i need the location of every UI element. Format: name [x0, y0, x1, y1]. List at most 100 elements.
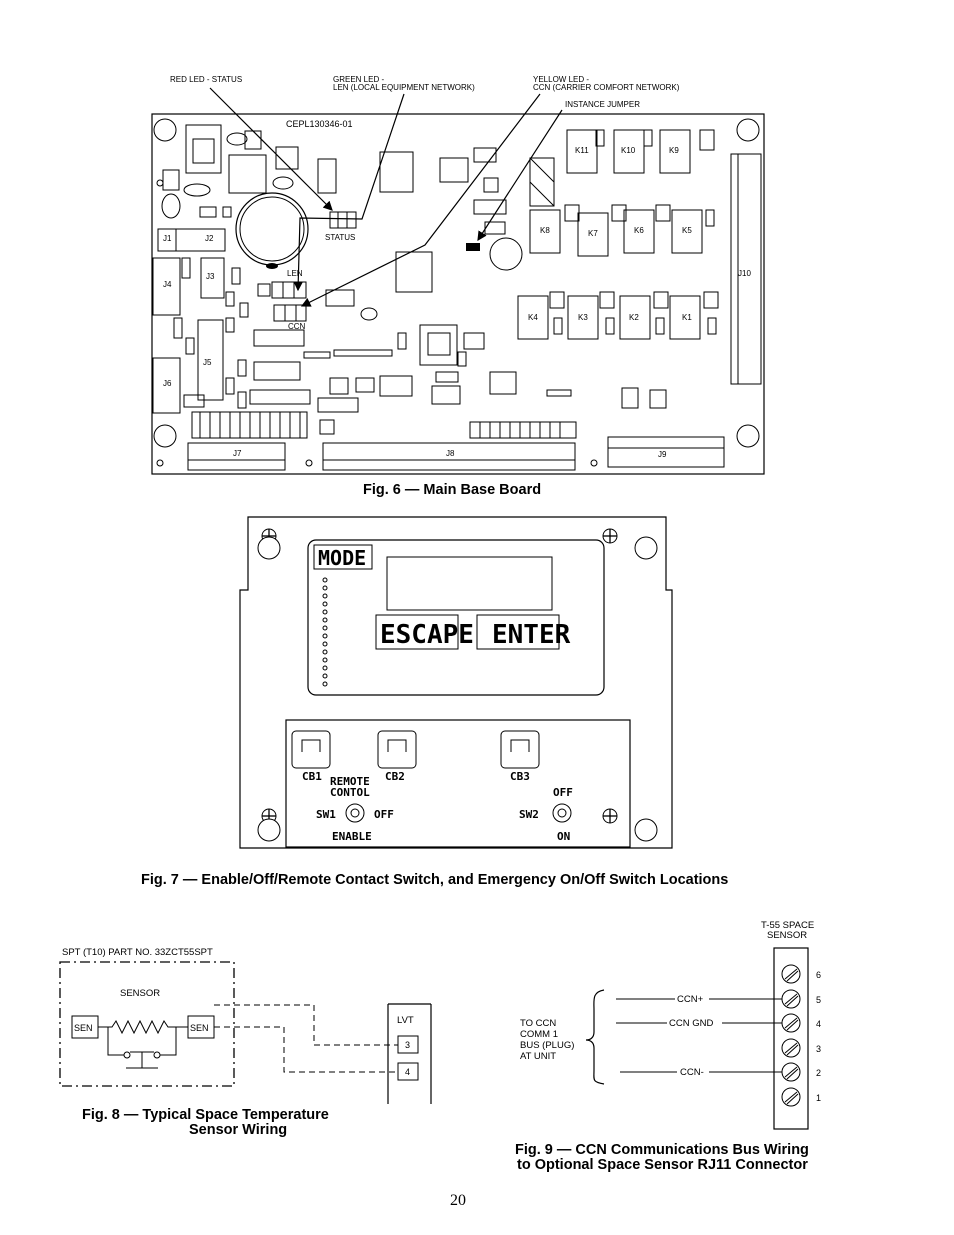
ccn-gnd-label: CCN GND	[669, 1018, 713, 1029]
relay-k5-label: K5	[682, 226, 692, 235]
connector-j3	[200, 257, 225, 299]
leader-green-led	[293, 93, 405, 292]
display-module	[307, 539, 605, 696]
t55-sensor-label-line1: T-55 SPACE	[761, 920, 814, 931]
leader-yellow-led	[300, 93, 541, 307]
sw1-contol-label: CONTOL	[330, 786, 370, 799]
indicator-leds	[322, 577, 328, 687]
thermistor-icon	[98, 1019, 188, 1035]
lvt-terminal-4-label: 4	[405, 1067, 410, 1077]
relay-k6	[623, 209, 655, 254]
relay-k11	[566, 129, 598, 174]
connector-j10	[730, 153, 762, 385]
to-ccn-line3: BUS (PLUG)	[520, 1040, 574, 1051]
relay-k8	[529, 209, 561, 254]
connector-j4-label: J4	[163, 280, 172, 289]
callout-red-led: RED LED - STATUS	[170, 75, 242, 84]
connector-j6	[152, 357, 181, 414]
instance-jumper	[466, 243, 480, 251]
connector-j3-label: J3	[206, 272, 215, 281]
connector-j4	[152, 257, 181, 316]
status-led-block	[329, 211, 357, 229]
t55-sensor-label-line2: SENSOR	[767, 930, 807, 941]
breaker-cb2-label: CB2	[385, 770, 405, 783]
callout-yellow-led-desc: CCN (CARRIER COMFORT NETWORK)	[533, 83, 680, 92]
switch-sw1[interactable]	[345, 803, 365, 823]
relay-k4	[517, 295, 549, 340]
mount-hole-br	[736, 424, 760, 448]
relay-k1-label: K1	[682, 313, 692, 322]
to-ccn-line1: TO CCN	[520, 1018, 556, 1029]
relay-k2-label: K2	[629, 313, 639, 322]
relay-k2	[619, 295, 651, 340]
sw1-label: SW1	[316, 808, 336, 821]
connector-j8-label: J8	[446, 449, 455, 458]
connector-j1-j2	[157, 228, 226, 252]
panel-outline	[239, 516, 673, 849]
sensor-label: SENSOR	[120, 988, 160, 999]
relay-k10	[613, 129, 645, 174]
relay-k3	[567, 295, 599, 340]
pin-6-label: 6	[816, 970, 821, 980]
leader-red-led	[209, 87, 333, 211]
rj11-terminal-block	[773, 947, 809, 1130]
connector-j6-label: J6	[163, 379, 172, 388]
len-led-label: LEN	[287, 269, 303, 278]
enter-button[interactable]	[476, 614, 560, 650]
fig9-ccn-wiring: T-55 SPACE SENSOR 6 5 4 3 2 1 CCN+ CCN G…	[515, 920, 821, 1173]
connector-j1-label: J1	[163, 234, 172, 243]
breaker-cb1[interactable]	[291, 730, 331, 769]
ccn-led-label: CCN	[288, 322, 306, 331]
mount-hole-tl	[153, 118, 177, 142]
callout-green-led-desc: LEN (LOCAL EQUIPMENT NETWORK)	[333, 83, 475, 92]
wire-to-terminal-3	[214, 1004, 398, 1046]
ccn-plus-label: CCN+	[677, 994, 704, 1005]
ccn-minus-label: CCN-	[680, 1067, 704, 1078]
escape-label: ESCAPE	[380, 620, 474, 650]
connector-j2-label: J2	[205, 234, 214, 243]
mode-button[interactable]	[313, 544, 373, 570]
battery-icon	[235, 192, 309, 266]
relay-k7	[577, 212, 609, 257]
relay-k8-label: K8	[540, 226, 550, 235]
pin-4-label: 4	[816, 1019, 821, 1029]
lvt-label: LVT	[397, 1015, 414, 1026]
relay-k3-label: K3	[578, 313, 588, 322]
fig6-main-base-board: RED LED - STATUS GREEN LED - LEN (LOCAL …	[151, 75, 765, 498]
status-led-label: STATUS	[325, 233, 355, 242]
sw1-off-label: OFF	[374, 808, 394, 821]
mount-hole-bl	[153, 424, 177, 448]
relay-k5	[671, 209, 703, 254]
switch-subpanel	[285, 719, 631, 848]
relay-k7-label: K7	[588, 229, 598, 238]
pin-2-label: 2	[816, 1068, 821, 1078]
fig7-caption: Fig. 7 — Enable/Off/Remote Contact Switc…	[141, 872, 728, 888]
connector-j5-label: J5	[203, 358, 212, 367]
sw1-remote-label: REMOTE	[330, 775, 370, 788]
board-part-number: CEPL130346-01	[286, 119, 353, 129]
lvt-terminal-3	[397, 1035, 419, 1054]
relay-k6-label: K6	[634, 226, 644, 235]
pin-5-label: 5	[816, 995, 821, 1005]
fig7-control-panel: MODE ESCAPE ENTER CB1 CB2 CB3 REMOTE CON…	[141, 516, 728, 888]
connector-j7	[187, 442, 286, 471]
breaker-cb2[interactable]	[377, 730, 417, 769]
sen-right-label: SEN	[190, 1023, 209, 1033]
callout-yellow-led: YELLOW LED -	[533, 75, 589, 84]
fig9-caption-line1: Fig. 9 — CCN Communications Bus Wiring	[515, 1142, 809, 1158]
switch-sw2[interactable]	[552, 803, 572, 823]
sensor-enclosure	[59, 961, 235, 1087]
connector-j8	[322, 442, 576, 471]
sen-left-label: SEN	[74, 1023, 93, 1033]
pin-3-label: 3	[816, 1044, 821, 1054]
breaker-cb3[interactable]	[500, 730, 540, 769]
connector-j9-label: J9	[658, 450, 667, 459]
relay-k10-label: K10	[621, 146, 636, 155]
connector-j5	[197, 319, 224, 401]
escape-button[interactable]	[375, 614, 459, 650]
leader-instance-jumper	[477, 109, 563, 242]
lcd-screen	[386, 556, 553, 611]
fig6-caption: Fig. 6 — Main Base Board	[363, 482, 541, 498]
mode-label: MODE	[318, 546, 366, 570]
